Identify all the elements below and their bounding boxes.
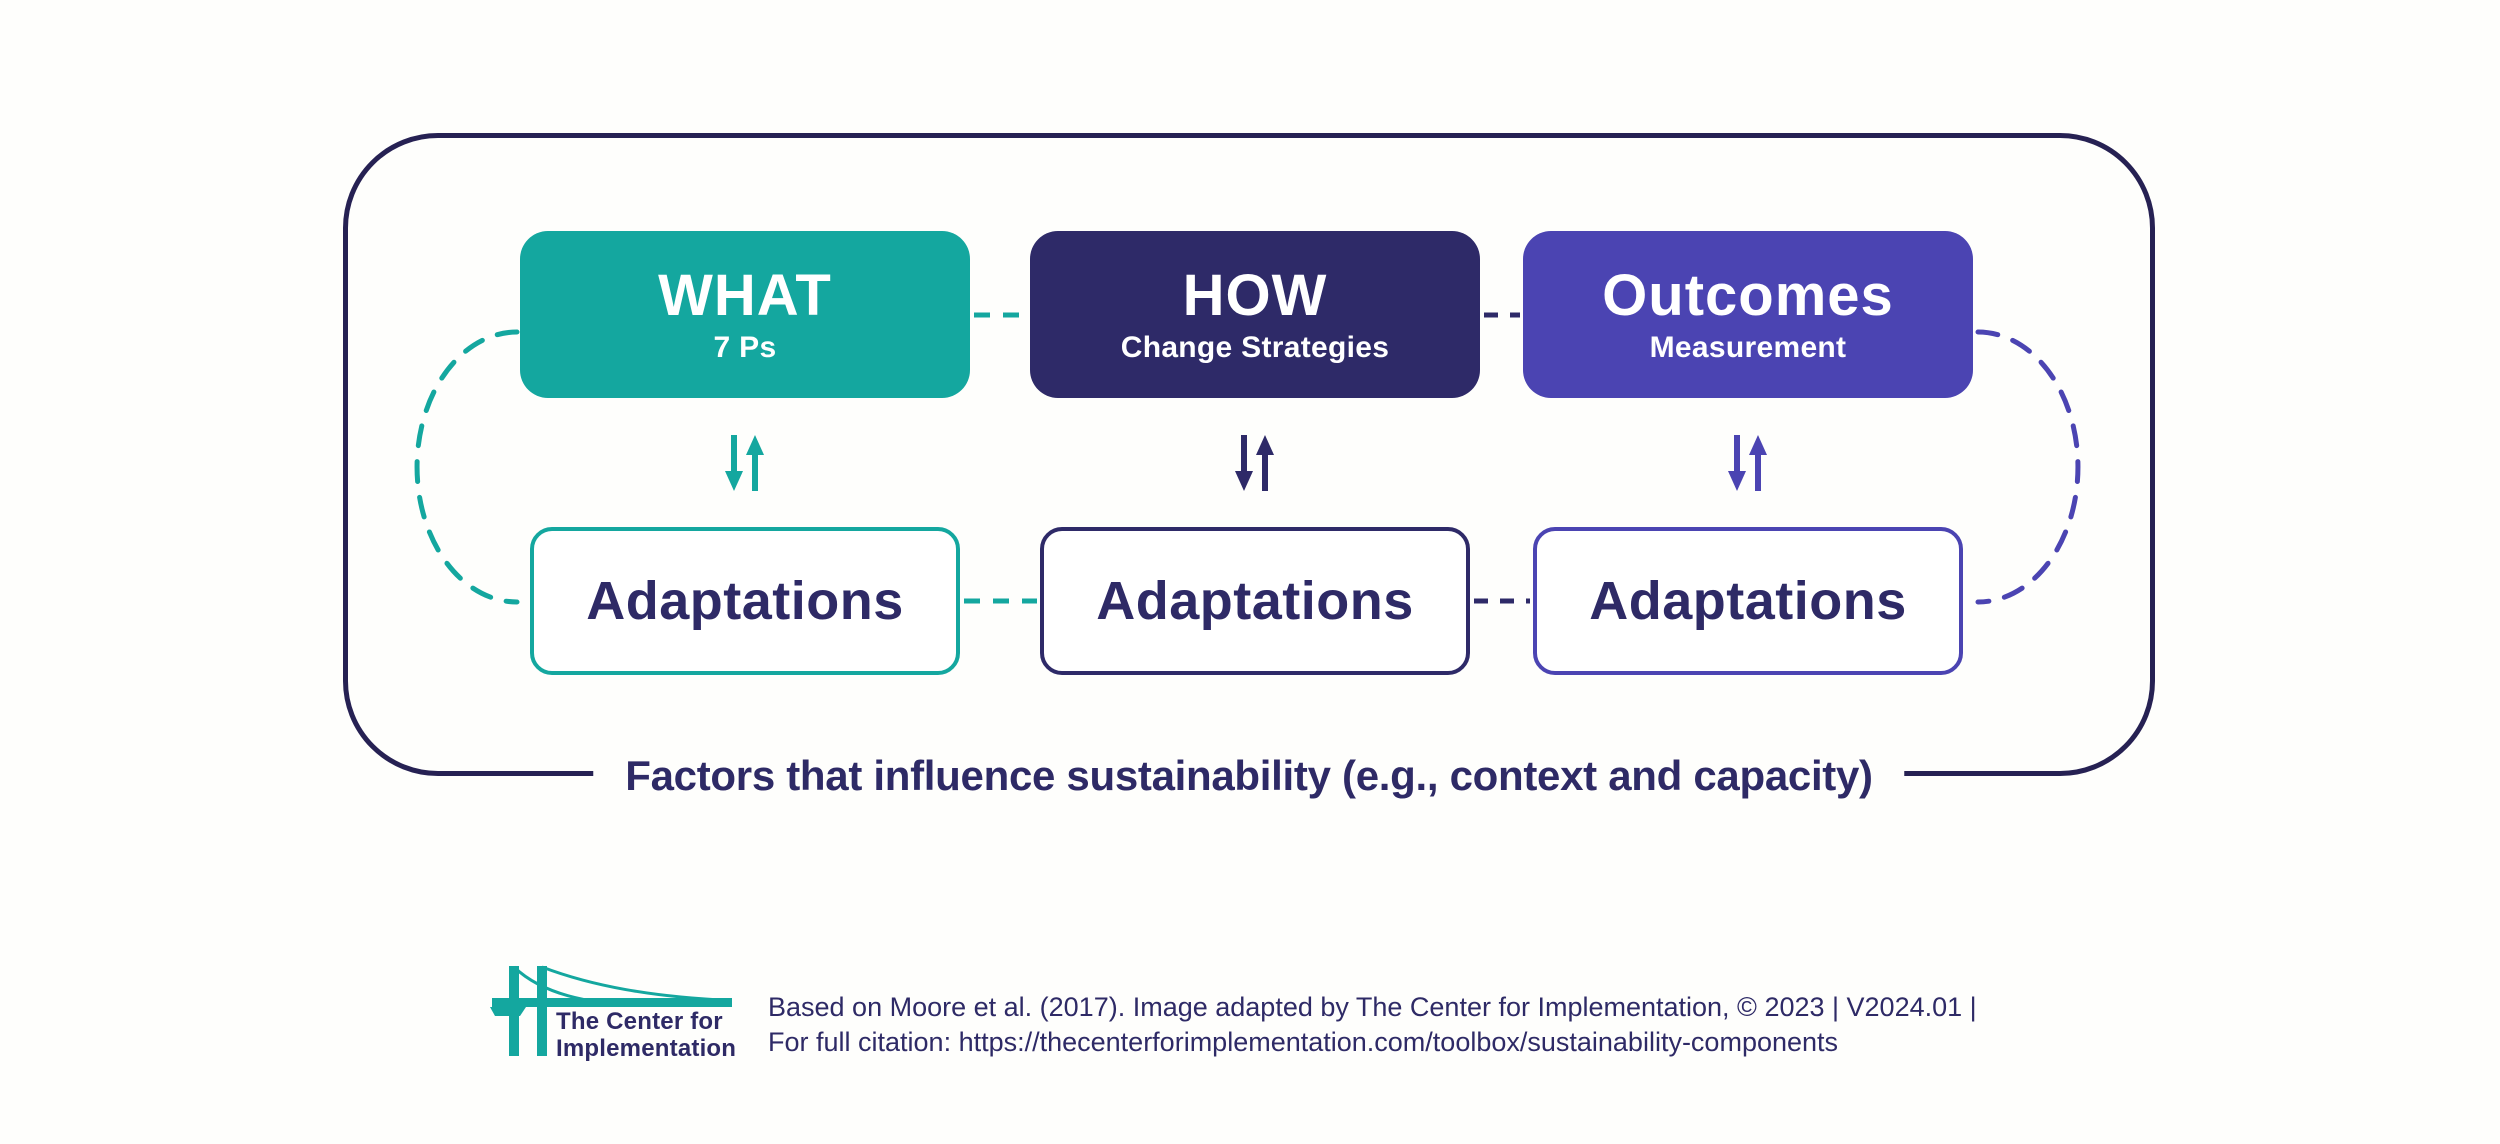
outcomes-box: Outcomes Measurement: [1523, 231, 1973, 398]
how-box: HOW Change Strategies: [1030, 231, 1480, 398]
what-box-subtitle: 7 Ps: [713, 331, 777, 365]
outcomes-adaptations-arrows-icon: [1728, 435, 1767, 491]
outcomes-box-title: Outcomes: [1602, 262, 1894, 328]
sustainability-factors-label: Factors that influence sustainability (e…: [593, 752, 1905, 800]
bridge-logo-icon: [490, 965, 732, 1056]
how-box-title: HOW: [1182, 262, 1328, 328]
what-box-title: WHAT: [658, 262, 832, 328]
how-adaptations-box: Adaptations: [1040, 527, 1470, 675]
what-adaptations-label: Adaptations: [586, 571, 904, 631]
citation-text: Based on Moore et al. (2017). Image adap…: [768, 990, 1977, 1060]
outcomes-adaptations-box: Adaptations: [1533, 527, 1963, 675]
logo-wordmark: The Center for Implementation: [556, 1008, 736, 1062]
what-box: WHAT 7 Ps: [520, 231, 970, 398]
how-adaptations-label: Adaptations: [1096, 571, 1414, 631]
outcomes-box-subtitle: Measurement: [1649, 331, 1847, 365]
how-box-subtitle: Change Strategies: [1120, 331, 1390, 365]
what-adaptations-box: Adaptations: [530, 527, 960, 675]
how-adaptations-arrows-icon: [1235, 435, 1274, 491]
what-adaptations-arrows-icon: [725, 435, 764, 491]
outcomes-adaptations-label: Adaptations: [1589, 571, 1907, 631]
logo-wordmark-line2: Implementation: [556, 1035, 737, 1062]
logo-wordmark-line1: The Center for: [556, 1008, 723, 1035]
citation-line2: For full citation: https://thecenterfori…: [768, 1027, 1839, 1057]
citation-line1: Based on Moore et al. (2017). Image adap…: [768, 992, 1977, 1022]
